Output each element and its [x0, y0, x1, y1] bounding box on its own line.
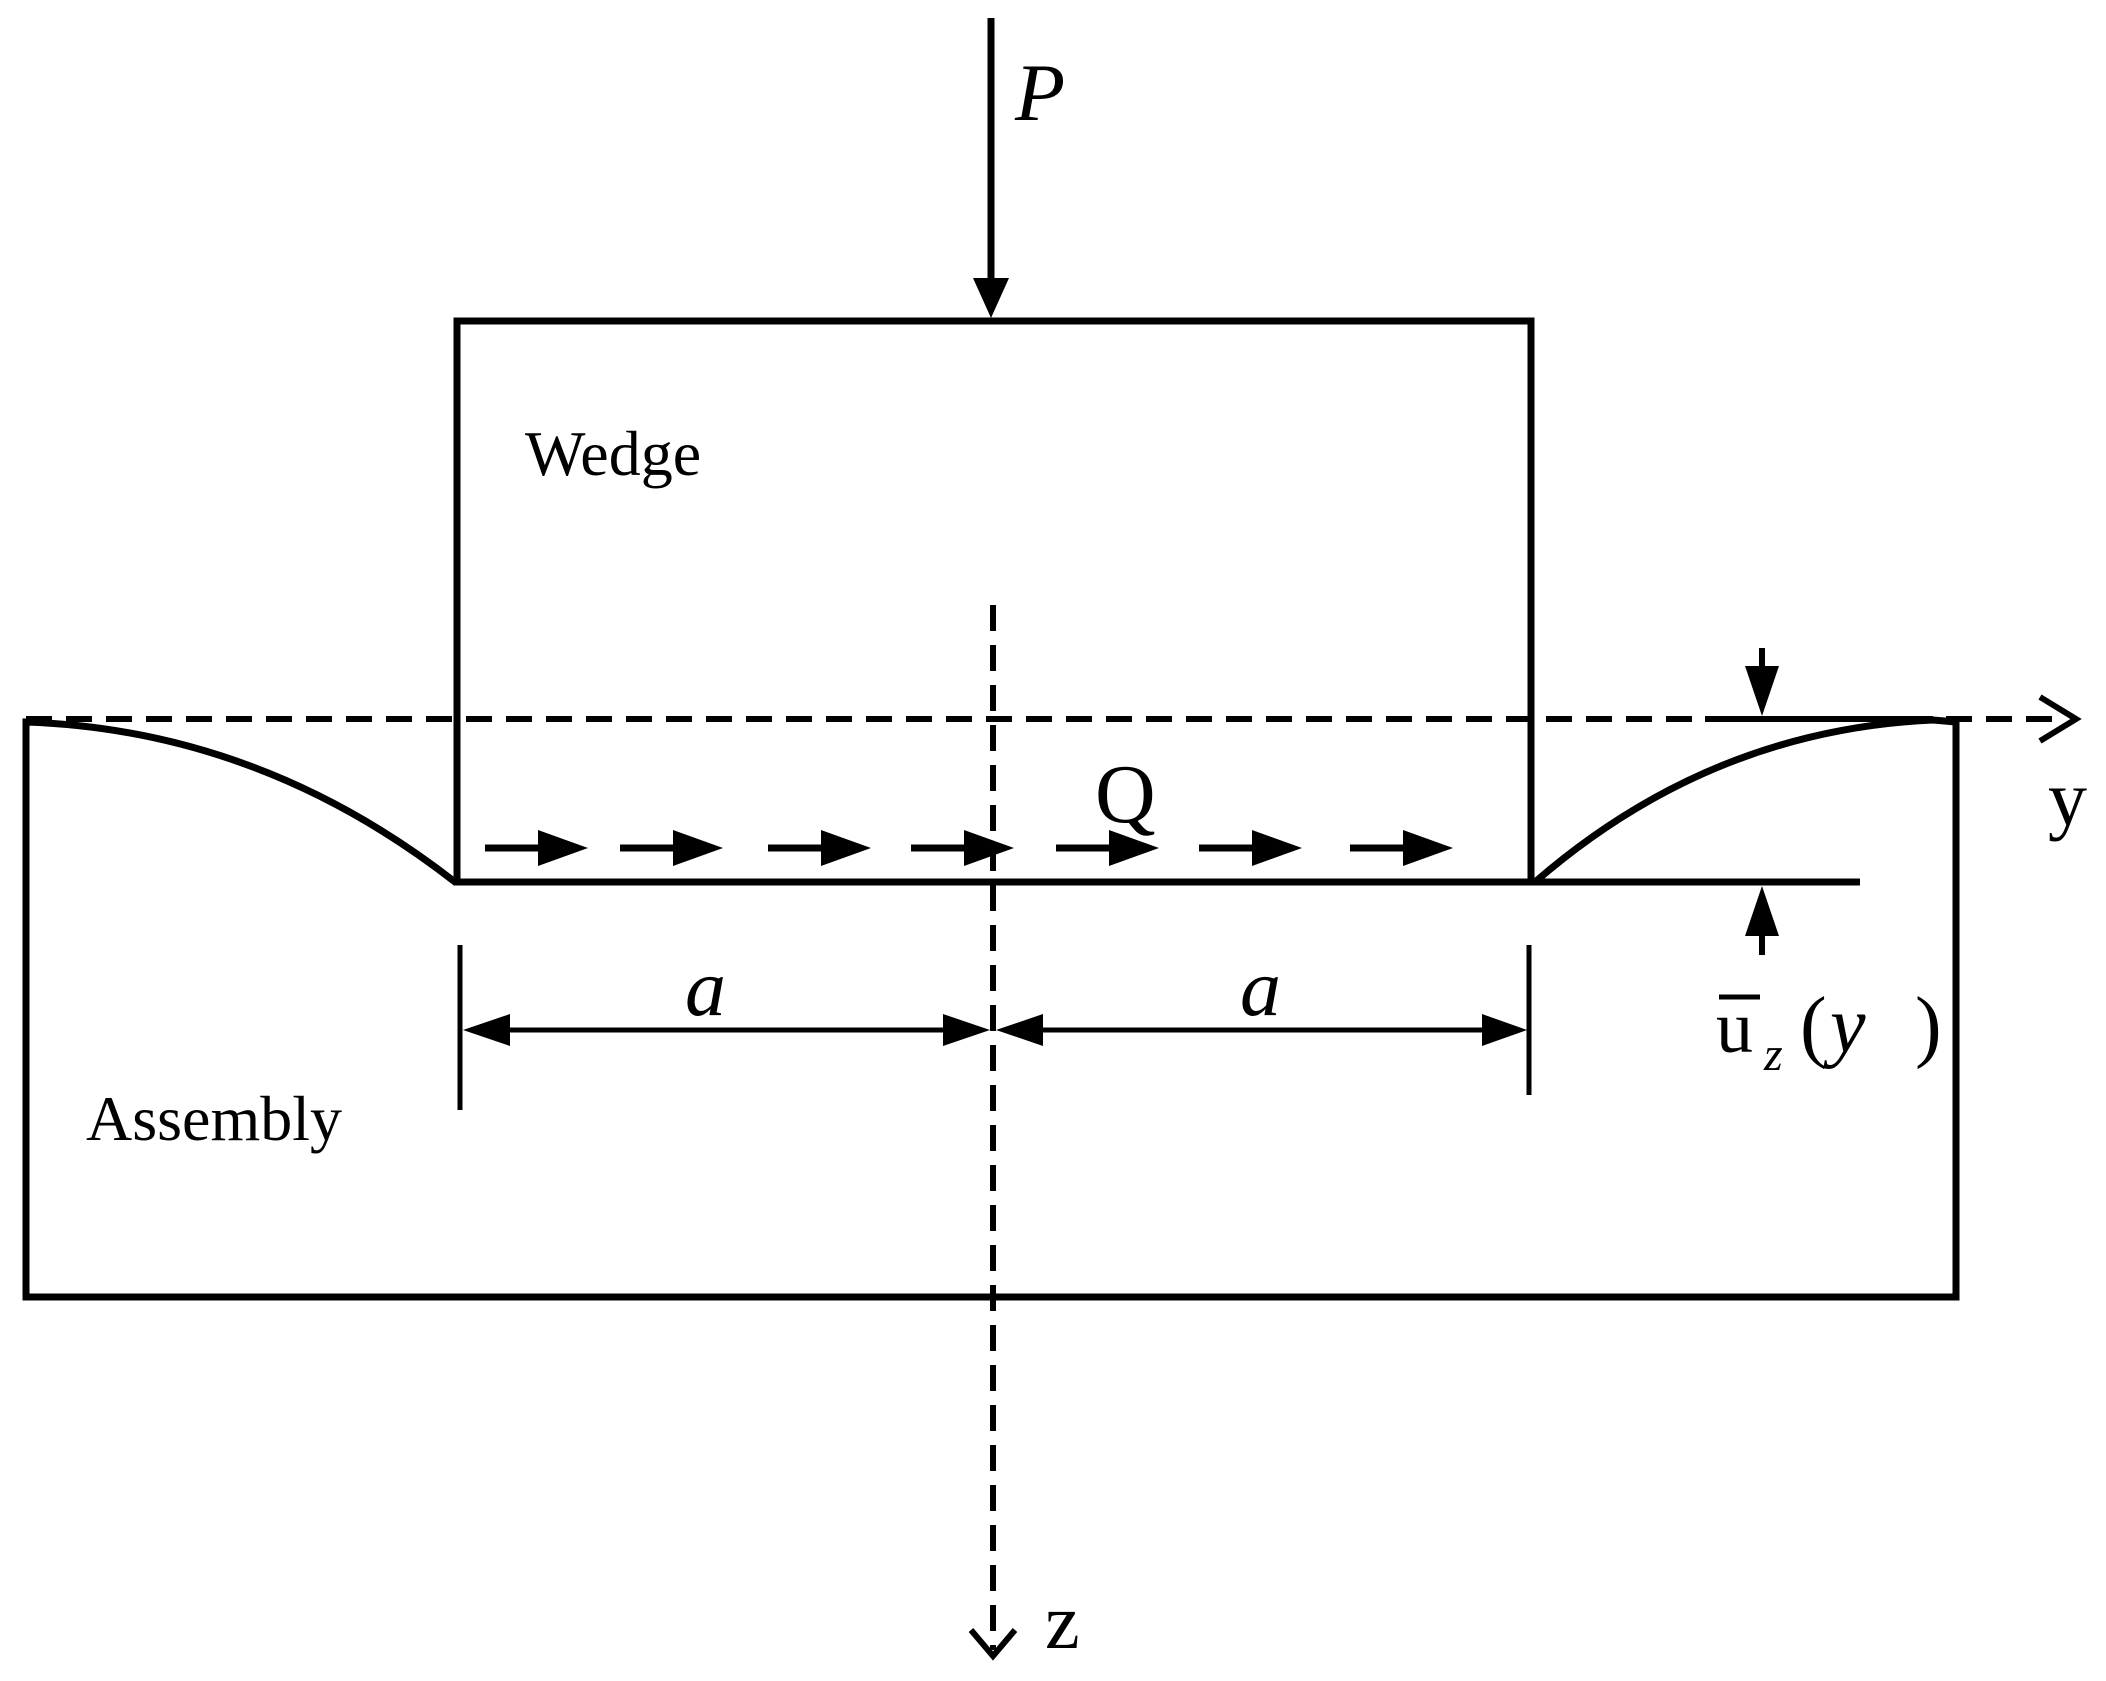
shear-arrowhead	[964, 830, 1014, 866]
label-q: Q	[1095, 748, 1156, 841]
assembly-body	[22, 716, 1960, 1301]
disp-arrow-top-head	[1745, 666, 1779, 716]
displacement-paren-open: (	[1800, 982, 1827, 1070]
displacement-base: u	[1716, 987, 1753, 1069]
label-displacement: u z ( y )	[1716, 982, 1942, 1081]
shear-arrowhead	[1109, 830, 1159, 866]
displacement-paren-close: )	[1915, 982, 1942, 1070]
dim-arrowhead	[943, 1014, 990, 1046]
dim-arrowhead	[996, 1014, 1043, 1046]
label-y-axis: y	[2048, 755, 2087, 842]
label-p: P	[1014, 47, 1065, 138]
shear-arrowhead	[673, 830, 723, 866]
dim-arrowhead	[1482, 1014, 1527, 1046]
shear-arrowhead	[538, 830, 588, 866]
disp-arrow-bottom-head	[1745, 886, 1779, 936]
displacement-subscript: z	[1763, 1028, 1783, 1081]
shear-arrowhead	[1403, 830, 1453, 866]
shear-arrows	[485, 830, 1453, 866]
y-axis-arrowhead	[2038, 694, 2082, 744]
label-assembly: Assembly	[86, 1083, 342, 1154]
wedge-block	[453, 317, 1535, 886]
label-wedge: Wedge	[525, 418, 701, 489]
displacement-arg: y	[1823, 982, 1866, 1070]
dim-arrowhead	[463, 1014, 510, 1046]
z-axis-arrowhead	[968, 1628, 1018, 1661]
label-a-left: a	[685, 942, 726, 1033]
label-z-axis: z	[1045, 1578, 1080, 1665]
shear-arrowhead	[1252, 830, 1302, 866]
label-a-right: a	[1240, 942, 1281, 1033]
load-p-arrowhead	[973, 278, 1009, 318]
shear-arrowhead	[821, 830, 871, 866]
